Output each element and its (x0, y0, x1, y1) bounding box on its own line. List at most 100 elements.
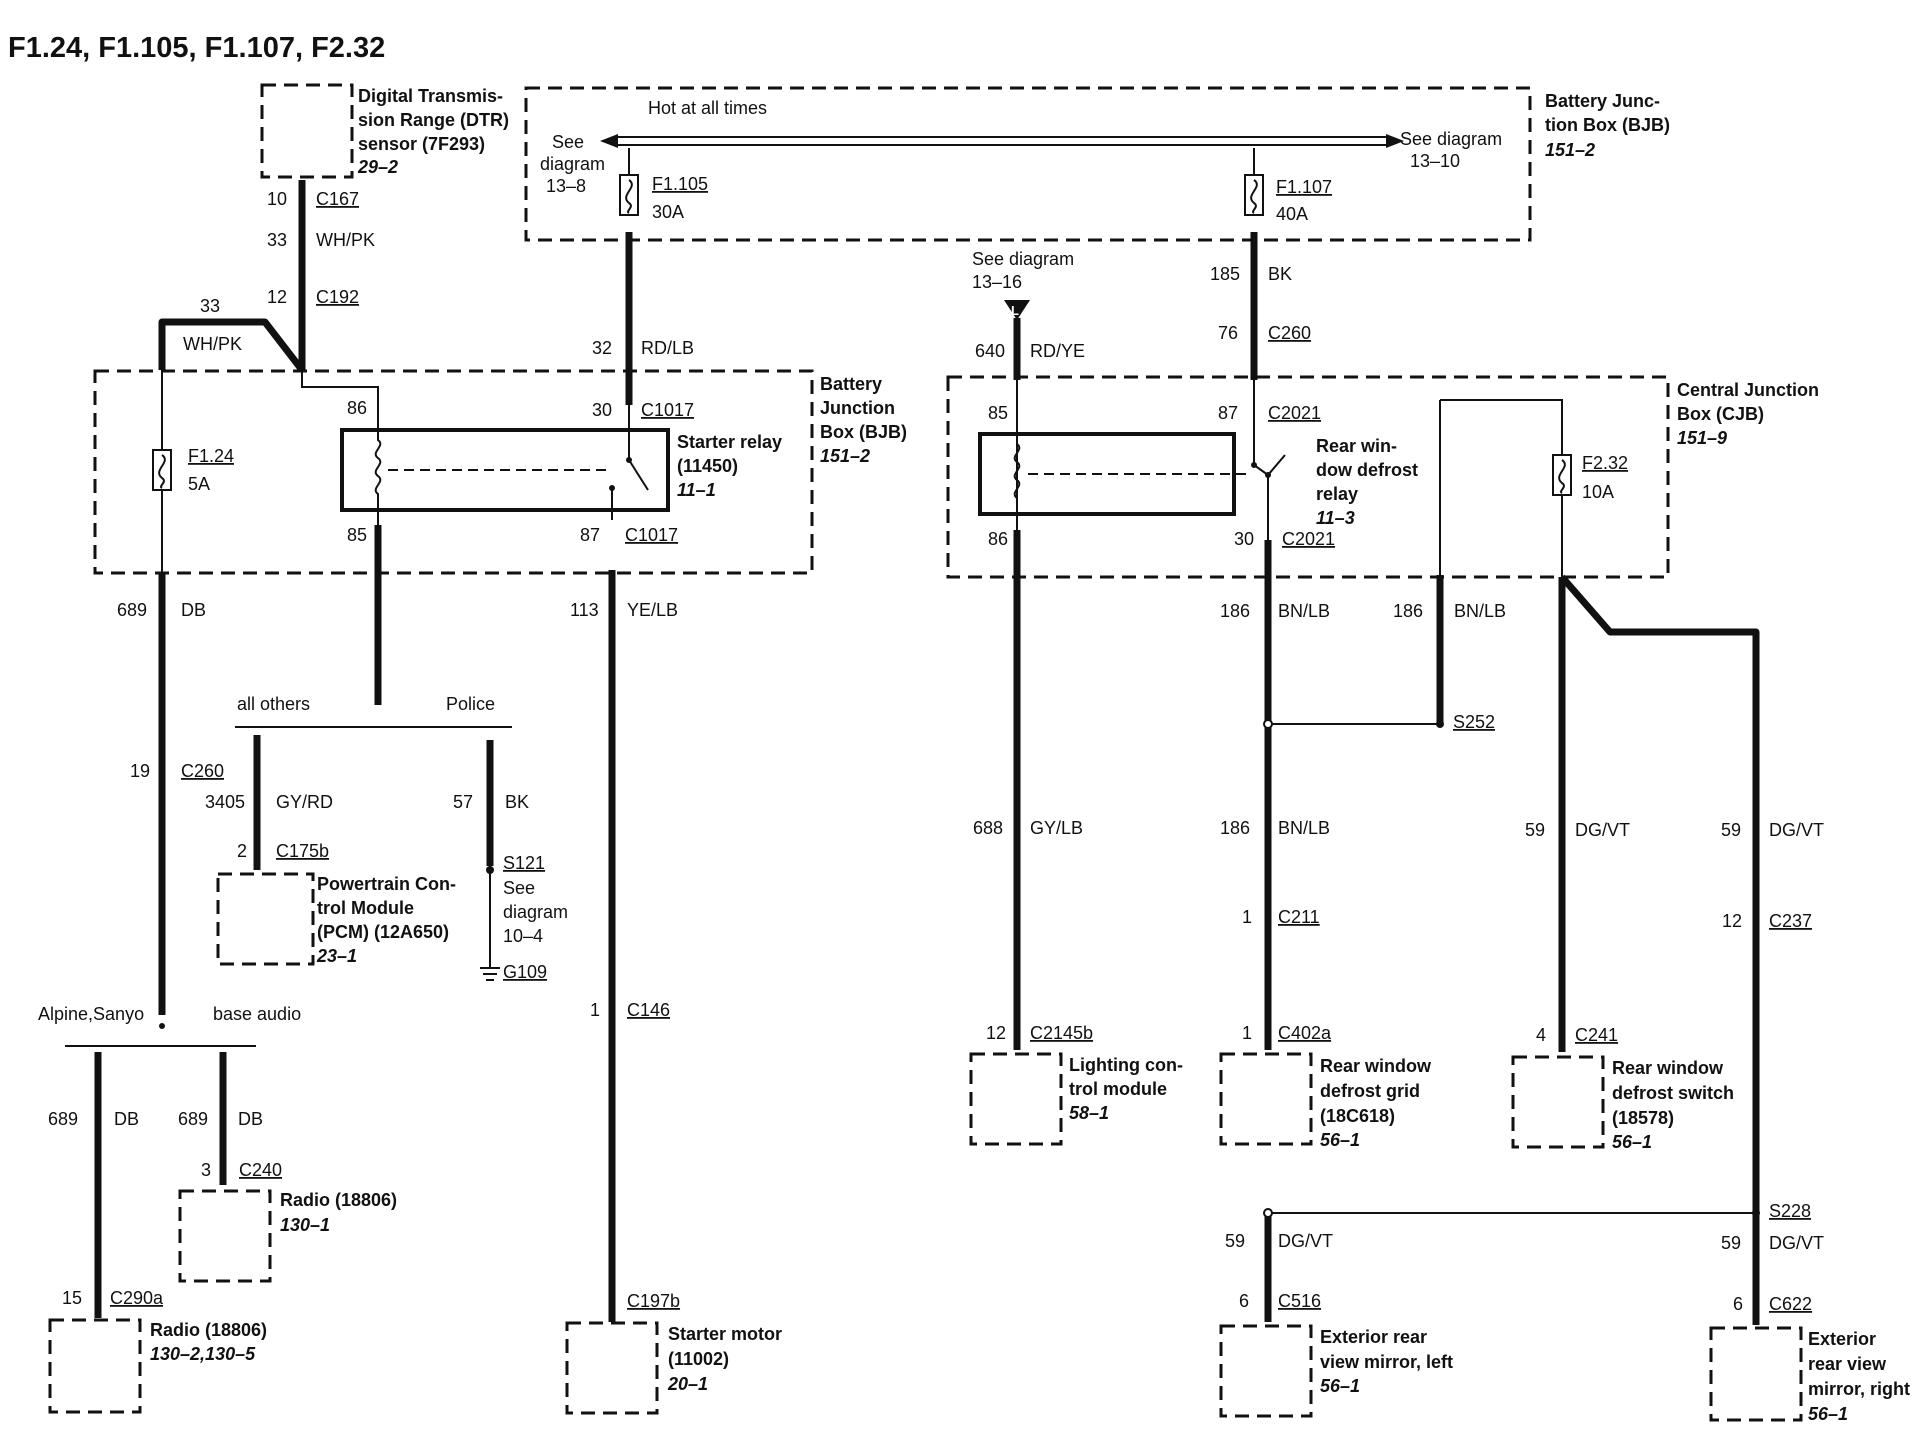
pcm-pin: 2 (237, 841, 247, 861)
cjb-ref: 151–9 (1677, 428, 1727, 448)
dgvt3-color: DG/VT (1278, 1231, 1333, 1251)
grid-name-1: Rear window (1320, 1056, 1432, 1076)
dtr-name-1: Digital Transmis- (358, 86, 503, 106)
grid-c211: C211 (1278, 907, 1320, 927)
mirror-r-pin: 6 (1733, 1294, 1743, 1314)
starter-pin-c146: 1 (590, 1000, 600, 1020)
starter-relay-name-2: (11450) (677, 456, 738, 476)
lcm-ref: 58–1 (1069, 1103, 1109, 1123)
starter-color: YE/LB (627, 600, 678, 620)
starter-name-2: (11002) (668, 1349, 729, 1369)
dtr-name-3: sensor (7F293) (358, 134, 485, 154)
grid-name-2: defrost grid (1320, 1081, 1420, 1101)
s228-label: S228 (1769, 1201, 1811, 1221)
left-circuit: 689 (117, 600, 147, 620)
fuse-f1-24 (152, 449, 172, 491)
bjb-top-ref: 151–2 (1545, 140, 1595, 160)
radio-b-color: DB (238, 1109, 263, 1129)
labels: Digital Transmis- sion Range (DTR) senso… (38, 86, 1910, 1424)
fuse-f1-107-label: F1.107 (1276, 177, 1332, 197)
bjb-top-box (524, 86, 1532, 242)
radio1-c240: C240 (239, 1160, 282, 1180)
cjb-in2-color: BK (1268, 264, 1292, 284)
see-left-2: diagram (540, 154, 605, 174)
alpine-branch-dot (159, 1023, 165, 1029)
bjb-left-name-1: Battery (820, 374, 882, 394)
bnlb1-circuit: 186 (1220, 601, 1250, 621)
dgvt1-circuit: 59 (1525, 820, 1545, 840)
fuse-f1-24-amp: 5A (188, 474, 210, 494)
s121-label: S121 (503, 853, 545, 873)
s121-see-3: 10–4 (503, 926, 543, 946)
mirror-l-name-2: view mirror, left (1320, 1352, 1453, 1372)
grid-pin-c402a: 1 (1242, 1023, 1252, 1043)
s121-see-2: diagram (503, 902, 568, 922)
dtr-sensor-box (260, 83, 354, 179)
dtr-c192: C192 (316, 287, 359, 307)
left-color: DB (181, 600, 206, 620)
fuse-f2-32-label: F2.32 (1582, 453, 1628, 473)
dgvt2-circuit: 59 (1721, 820, 1741, 840)
gylb-circuit: 688 (973, 818, 1003, 838)
switch-pin: 4 (1536, 1025, 1546, 1045)
radio-a-circuit: 689 (48, 1109, 78, 1129)
radio2-pin: 15 (62, 1288, 82, 1308)
cjb-see-2: 13–16 (972, 272, 1022, 292)
see-left-1: See (552, 132, 584, 152)
pcm-circuit: 3405 (205, 792, 245, 812)
dgvt3-circuit: 59 (1225, 1231, 1245, 1251)
lcm-name-1: Lighting con- (1069, 1055, 1183, 1075)
mirror-right-box (1709, 1326, 1803, 1422)
pcm-name-3: (PCM) (12A650) (317, 922, 449, 942)
dtr-circuit: 33 (267, 230, 287, 250)
l-marker-label: L (1011, 303, 1019, 318)
starter-relay (340, 428, 670, 512)
cjb-in2-circuit: 185 (1210, 264, 1240, 284)
dgvt4-color: DG/VT (1769, 1233, 1824, 1253)
fuse-f1-107 (1244, 174, 1264, 216)
relay-c1017a: C1017 (641, 400, 694, 420)
defrost-relay-name-1: Rear win- (1316, 436, 1397, 456)
radio2-box (48, 1318, 142, 1414)
starter-circuit: 113 (570, 600, 599, 620)
fuses (152, 174, 1572, 496)
alpine-label: Alpine,Sanyo (38, 1004, 144, 1024)
pcm-all-others: all others (237, 694, 310, 714)
bnlb2-color: BN/LB (1454, 601, 1506, 621)
left-c260: C260 (181, 761, 224, 781)
fuse-f1-105 (619, 174, 639, 216)
fuse-f1-24-label: F1.24 (188, 446, 234, 466)
mirror-r-ref: 56–1 (1808, 1404, 1848, 1424)
mirror-r-pin-c237: 12 (1722, 911, 1742, 931)
starter-ref: 20–1 (667, 1374, 708, 1394)
fuse-f1-105-label: F1.105 (652, 174, 708, 194)
defrost-switch-box (1511, 1055, 1605, 1149)
fuse-f1-105-amp: 30A (652, 202, 684, 222)
starter-c146: C146 (627, 1000, 670, 1020)
pcm-name-1: Powertrain Con- (317, 874, 456, 894)
relay-pin86: 86 (347, 398, 367, 418)
cjb-name-2: Box (CJB) (1677, 404, 1764, 424)
gylb-color: GY/LB (1030, 818, 1083, 838)
pcm-police: Police (446, 694, 495, 714)
s252-left-dot (1263, 719, 1273, 729)
switch-ref: 56–1 (1612, 1132, 1652, 1152)
dtr-circuit2: 33 (200, 296, 220, 316)
defrost-grid-box (1219, 1052, 1313, 1146)
bjb-left-name-3: Box (BJB) (820, 422, 907, 442)
grid-c402a: C402a (1278, 1023, 1332, 1043)
defrost-relay-ref: 11–3 (1316, 508, 1355, 528)
bjb-left-name-2: Junction (820, 398, 895, 418)
cjb-pin30: 30 (1234, 529, 1254, 549)
mirror-l-ref: 56–1 (1320, 1376, 1360, 1396)
bnlb3-circuit: 186 (1220, 818, 1250, 838)
grid-ref: 56–1 (1320, 1130, 1360, 1150)
dgvt1-color: DG/VT (1575, 820, 1630, 840)
bnlb2-circuit: 186 (1393, 601, 1423, 621)
cjb-c2021a: C2021 (1268, 403, 1321, 423)
cjb-box (946, 375, 1670, 579)
radio1-name: Radio (18806) (280, 1190, 397, 1210)
pcm-bk-circuit: 57 (453, 792, 473, 812)
wires (65, 148, 1760, 1325)
switch-name-2: defrost switch (1612, 1083, 1734, 1103)
